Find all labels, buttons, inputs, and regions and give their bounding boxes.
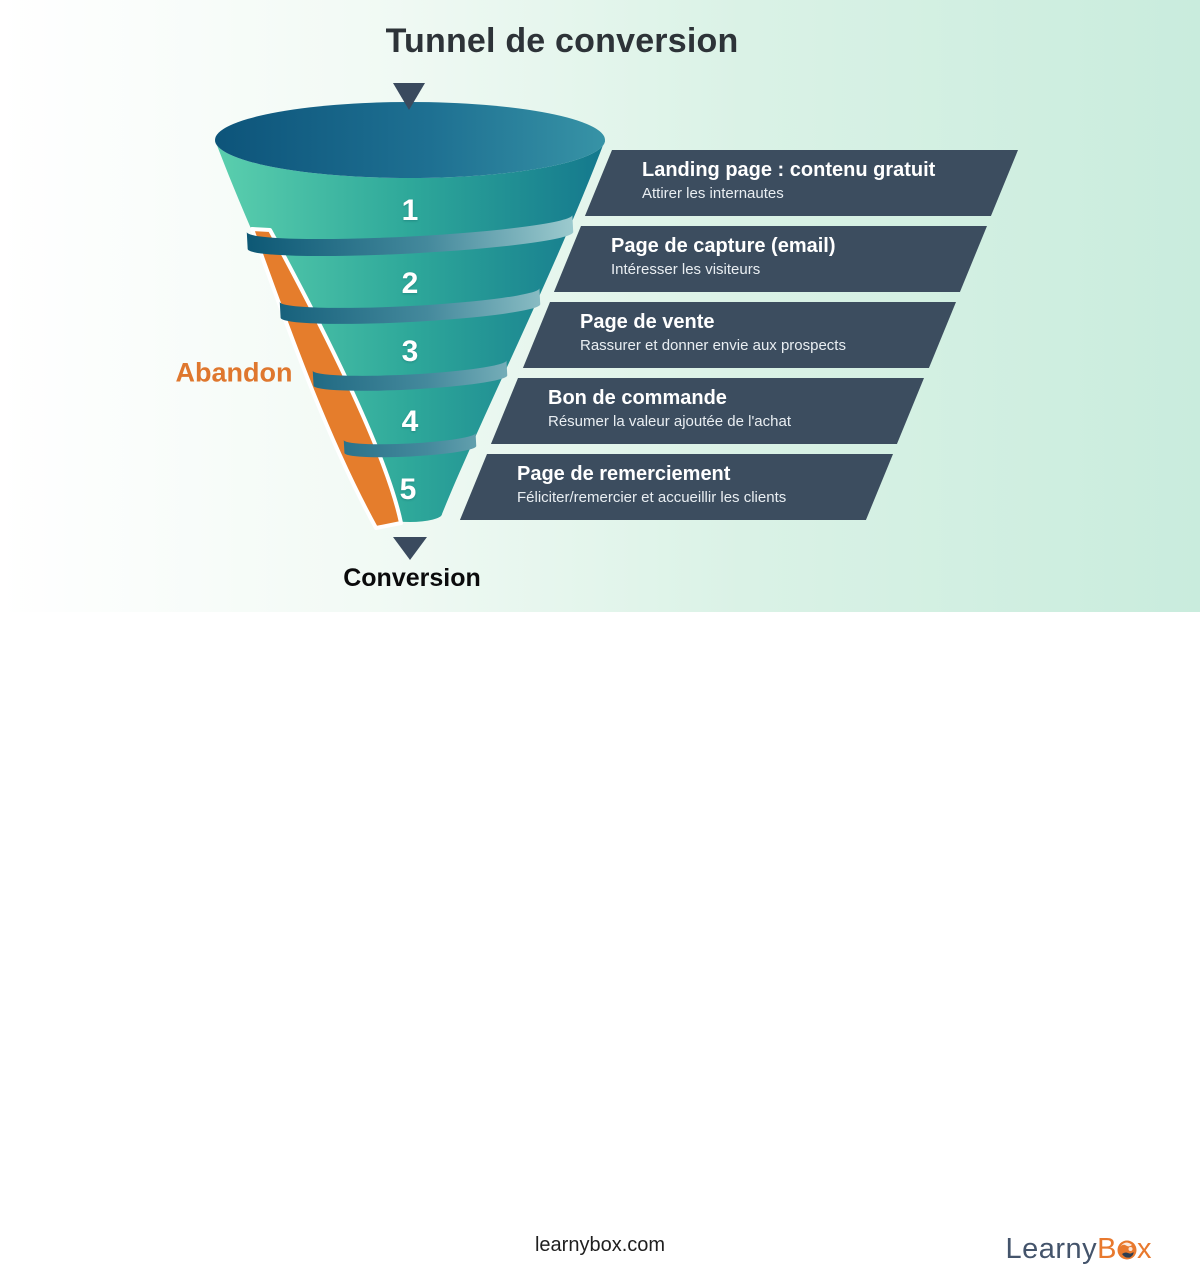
funnel-level-number-5: 5 [399, 473, 417, 506]
conversion-label: Conversion [343, 564, 481, 592]
conversion-arrow-icon [393, 537, 427, 560]
logo-text-learny: Learny [1005, 1233, 1098, 1265]
step-title: Page de capture (email) [611, 235, 836, 257]
step-banner-capture-page: Page de capture (email) Intéresser les v… [553, 226, 987, 292]
step-title: Landing page : contenu gratuit [642, 159, 936, 181]
rim-band-2 [279, 288, 541, 324]
step-banner-landing-page: Landing page : contenu gratuit Attirer l… [584, 150, 1018, 216]
step-subtitle: Intéresser les visiteurs [611, 261, 761, 278]
page-title: Tunnel de conversion [385, 22, 739, 60]
step-title: Page de remerciement [517, 463, 731, 485]
rim-band-4 [343, 433, 477, 458]
step-banner-thank-you-page: Page de remerciement Féliciter/remercier… [459, 454, 893, 520]
website-url: learnybox.com [534, 1234, 666, 1256]
abandon-label: Abandon [175, 357, 293, 388]
step-title: Bon de commande [548, 387, 727, 409]
funnel-level-number-1: 1 [401, 194, 419, 227]
step-subtitle: Féliciter/remercier et accueillir les cl… [517, 489, 787, 506]
step-banner-order-form: Bon de commande Résumer la valeur ajouté… [490, 378, 924, 444]
step-banner-sales-page: Page de vente Rassurer et donner envie a… [522, 302, 956, 368]
step-subtitle: Rassurer et donner envie aux prospects [580, 337, 846, 354]
step-subtitle: Résumer la valeur ajoutée de l'achat [548, 413, 792, 430]
funnel-entry-arrow-icon [393, 83, 425, 110]
logo-text-x: x [1137, 1233, 1152, 1265]
rim-band-3 [312, 360, 508, 391]
funnel-level-number-2: 2 [401, 267, 419, 300]
funnel-level-number-3: 3 [401, 335, 419, 368]
funnel-level-number-4: 4 [401, 405, 419, 438]
rim-band-1 [246, 214, 574, 257]
logo-text-b: B [1097, 1233, 1117, 1265]
funnel-diagram [215, 83, 605, 560]
step-title: Page de vente [580, 311, 715, 333]
step-subtitle: Attirer les internautes [642, 185, 784, 202]
globe-icon [1116, 1236, 1138, 1269]
funnel-opening [215, 102, 605, 178]
